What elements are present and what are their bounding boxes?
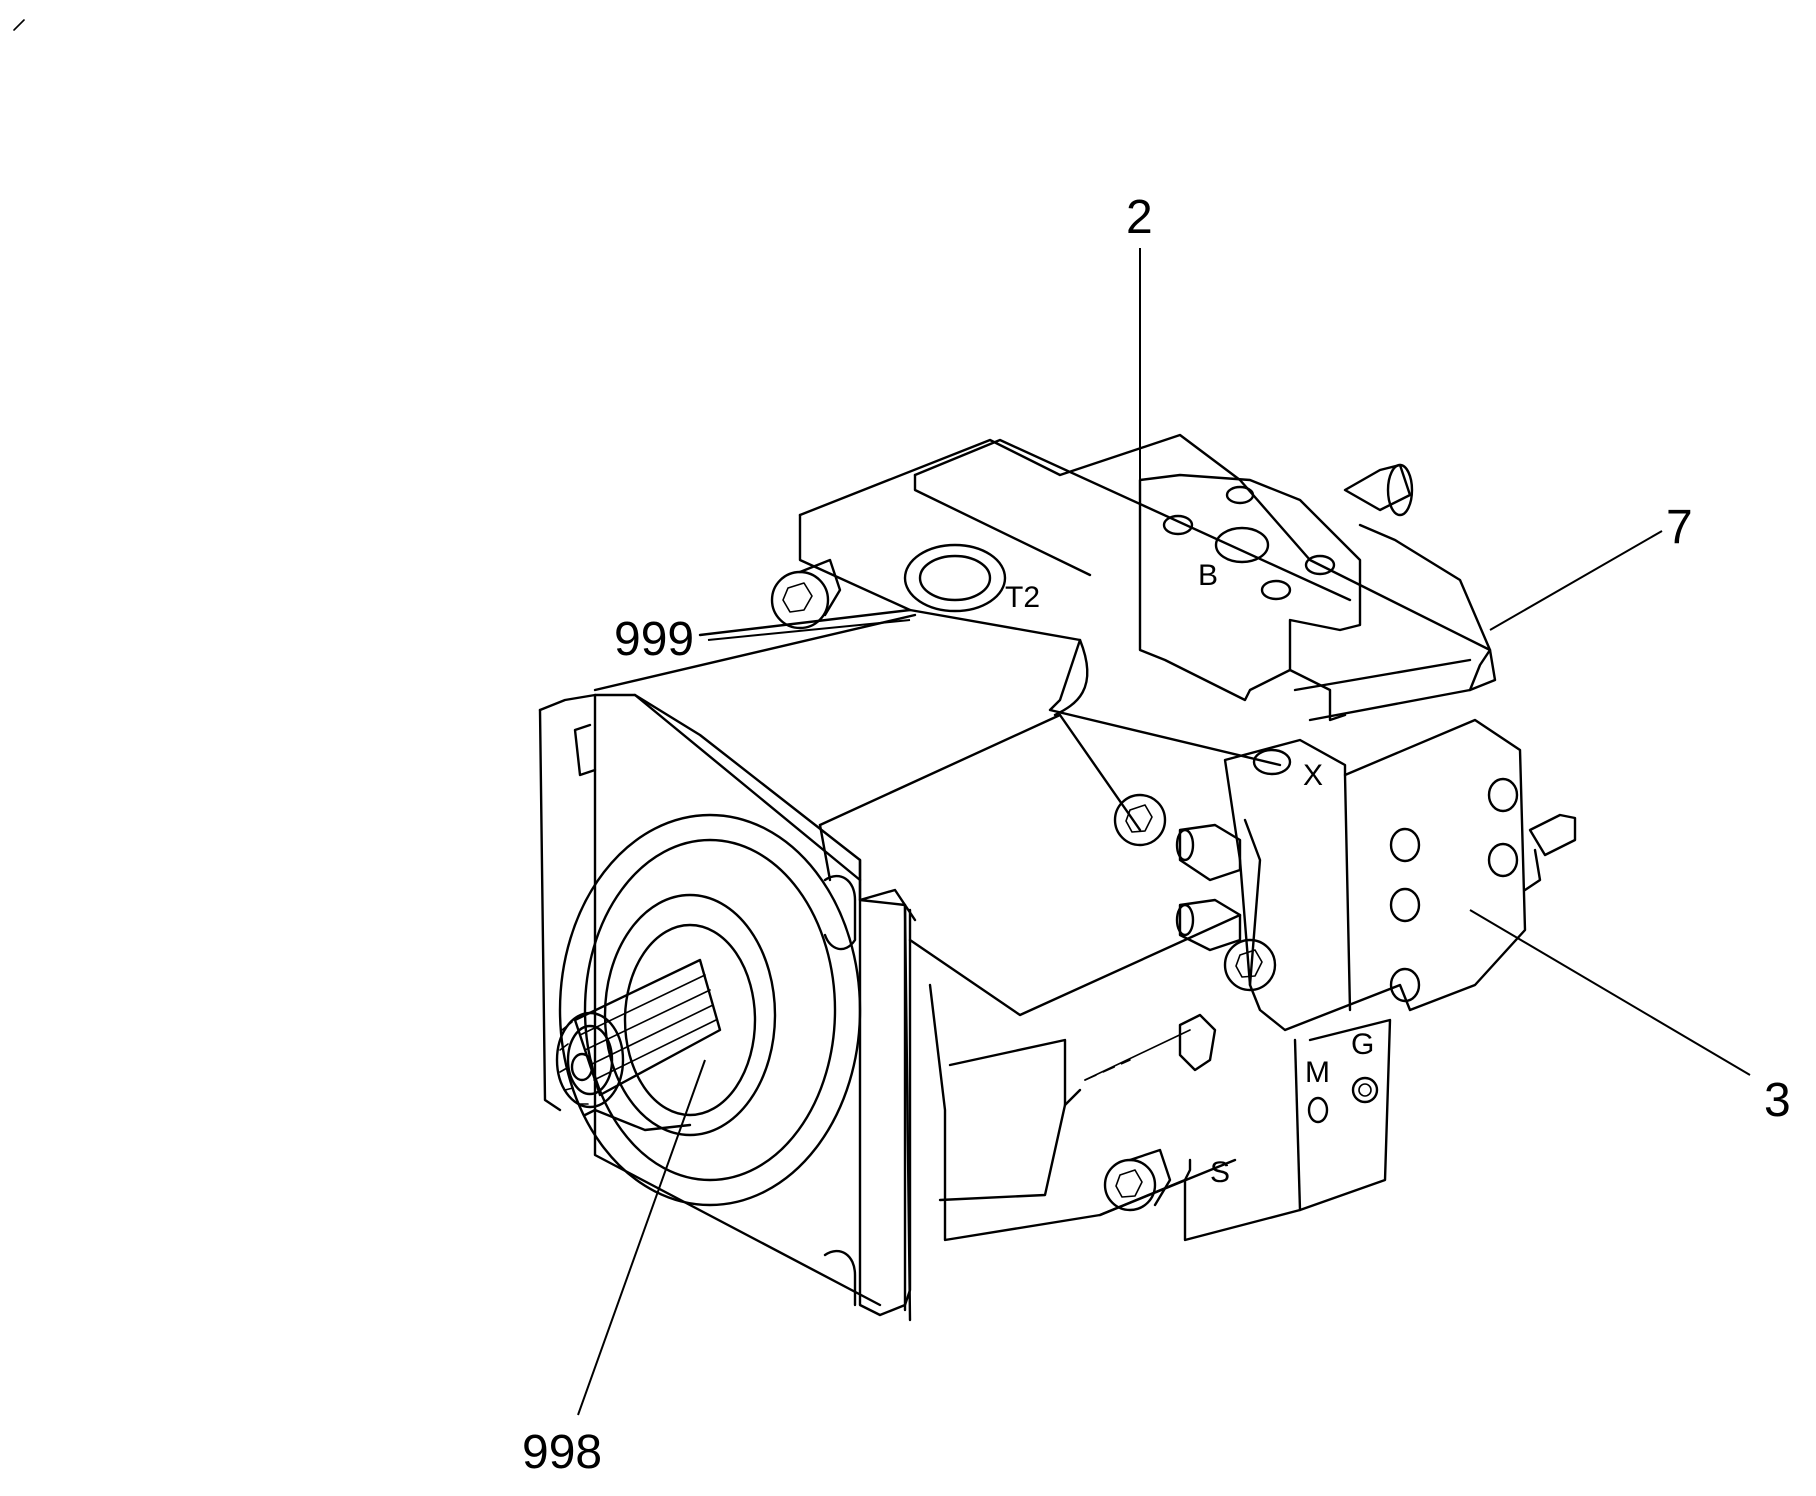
leader-7	[1489, 530, 1663, 631]
callout-7: 7	[1666, 501, 1693, 554]
callout-2: 2	[1126, 191, 1153, 244]
leader-lines	[577, 248, 1751, 1416]
part-3-control-block	[1113, 718, 1577, 1032]
port-label-t2: T2	[1005, 581, 1040, 614]
leader-3	[1469, 909, 1751, 1076]
callout-3: 3	[1764, 1074, 1791, 1127]
port-label-b: B	[1198, 559, 1218, 592]
port-label-m: M	[1305, 1056, 1330, 1089]
pump-housing	[593, 433, 1497, 1242]
port-label-x: X	[1303, 759, 1323, 792]
part-7-rear-plate	[1293, 523, 1492, 722]
callout-998: 998	[522, 1426, 602, 1479]
part-998-drive-shaft	[555, 813, 862, 1207]
part-2-valve-plate	[1138, 463, 1414, 722]
port-label-g: G	[1351, 1028, 1374, 1061]
mounting-flange	[538, 693, 917, 1322]
socket-bolt-bottom	[1084, 1013, 1379, 1212]
corner-mark	[13, 19, 25, 31]
leader-998	[577, 1059, 706, 1416]
callout-999: 999	[614, 613, 694, 666]
socket-bolt-top-left	[770, 543, 1007, 630]
leader-999	[707, 619, 911, 641]
port-label-s: S	[1210, 1156, 1230, 1189]
